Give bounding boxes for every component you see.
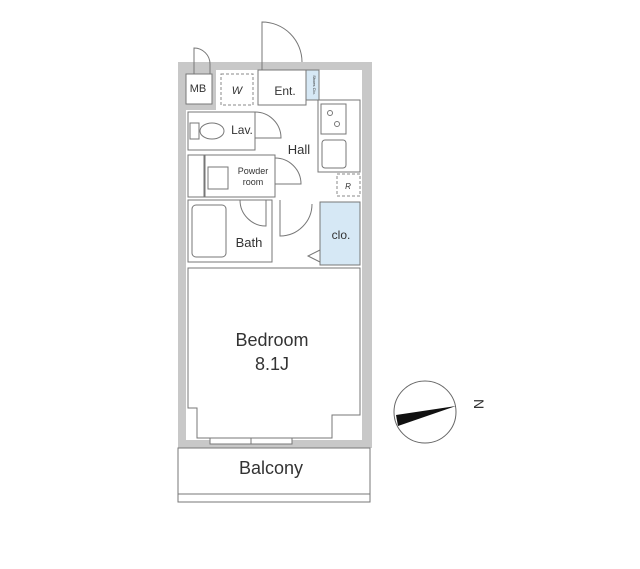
bathroom: [187, 199, 273, 263]
shoe-closet-label: Shoes Clo.: [312, 75, 317, 95]
hall-label: Hall: [288, 142, 311, 157]
bath-label: Bath: [236, 235, 263, 250]
refrigerator-space: [336, 173, 361, 197]
balcony: [177, 447, 371, 503]
powder-room-door[interactable]: [274, 157, 302, 185]
refrigerator-label: R: [345, 182, 351, 191]
lav-door[interactable]: [254, 111, 282, 139]
entrance-door[interactable]: [261, 21, 303, 70]
powder-room-label-1: Powder: [238, 166, 269, 176]
shoe-closet: [305, 69, 320, 101]
washer-space: [220, 73, 254, 106]
bedroom-size: 8.1J: [255, 354, 289, 374]
closet: [319, 201, 361, 266]
powder-room-label-2: room: [243, 177, 264, 187]
entrance-label: Ent.: [274, 84, 295, 98]
mb-closet: [185, 73, 213, 105]
kitchen: [317, 99, 361, 173]
bedroom: [187, 267, 361, 439]
balcony-label: Balcony: [239, 458, 303, 478]
closet-label: clo.: [332, 228, 351, 242]
washer-label: W: [232, 85, 244, 97]
compass-arrow-icon: [396, 406, 456, 426]
bedroom-label: Bedroom: [235, 330, 308, 350]
powder-room: [204, 154, 276, 198]
lavatory-label: Lav.: [231, 123, 253, 137]
bedroom-door[interactable]: [279, 200, 313, 237]
mb-label: MB: [190, 83, 207, 95]
compass: N: [393, 380, 487, 444]
bath-door[interactable]: [239, 199, 267, 227]
bathtub: [191, 204, 227, 258]
compass-north-label: N: [471, 399, 487, 409]
mb-door[interactable]: [193, 47, 211, 74]
